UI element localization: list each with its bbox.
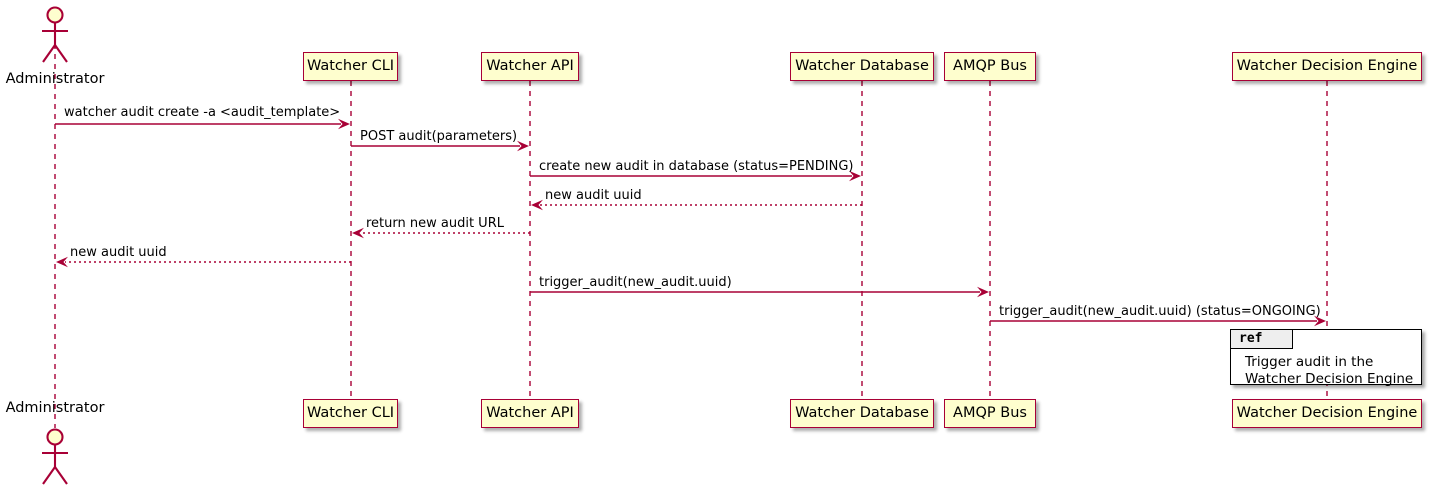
participant-box-amqp-bus-bottom[interactable]: AMQP Bus: [944, 399, 1036, 428]
participant-box-watcher-api-bottom[interactable]: Watcher API: [481, 399, 579, 428]
actor-head: [46, 6, 64, 24]
message-label: new audit uuid: [545, 188, 642, 203]
ref-fragment-body: Trigger audit in the Watcher Decision En…: [1245, 354, 1414, 388]
message-arrow: [530, 286, 989, 298]
participant-box-watcher-database-top[interactable]: Watcher Database: [790, 52, 934, 81]
actor-leg-right: [54, 44, 68, 63]
actor-label-top: Administrator: [5, 71, 105, 87]
participant-label: Watcher CLI: [306, 405, 395, 422]
participant-label: Watcher API: [486, 405, 574, 422]
message-label: return new audit URL: [366, 216, 504, 231]
participant-label: AMQP Bus: [953, 405, 1027, 422]
participant-box-watcher-database-bottom[interactable]: Watcher Database: [790, 399, 934, 428]
ref-fragment-tab: [1231, 330, 1293, 349]
message-arrowhead: [517, 140, 529, 152]
participant-label: Watcher API: [486, 58, 574, 75]
actor-figure-top: [42, 6, 68, 63]
participant-label: Watcher Database: [795, 58, 929, 75]
actor-figure-bottom: [42, 428, 68, 485]
actor-head: [46, 428, 64, 446]
message-arrow: [530, 170, 861, 182]
message-label: POST audit(parameters): [360, 129, 518, 144]
participant-label: Watcher Decision Engine: [1236, 58, 1418, 75]
message-arrowhead: [977, 286, 989, 298]
message-label: create new audit in database (status=PEN…: [539, 159, 854, 174]
message-arrowhead: [352, 227, 364, 239]
participant-box-watcher-cli-top[interactable]: Watcher CLI: [303, 52, 398, 81]
message-arrow: [55, 118, 350, 130]
ref-fragment-tab-label: ref: [1239, 331, 1263, 346]
actor-leg-right: [54, 466, 68, 485]
message-arrow: [56, 256, 351, 268]
participant-box-watcher-cli-bottom[interactable]: Watcher CLI: [303, 399, 398, 428]
participant-box-watcher-decision-engine-bottom[interactable]: Watcher Decision Engine: [1232, 399, 1422, 428]
message-arrow: [352, 227, 530, 239]
actor-label-bottom: Administrator: [5, 400, 105, 416]
participant-label: Watcher Database: [795, 405, 929, 422]
ref-fragment: ref Trigger audit in the Watcher Decisio…: [1230, 329, 1422, 387]
message-label: new audit uuid: [70, 245, 167, 260]
actor-leg-left: [42, 44, 56, 63]
message-arrow: [990, 315, 1326, 327]
message-arrow: [351, 140, 529, 152]
message-label: trigger_audit(new_audit.uuid) (status=ON…: [999, 304, 1321, 319]
participant-label: Watcher Decision Engine: [1236, 405, 1418, 422]
message-arrowhead: [849, 170, 861, 182]
message-label: trigger_audit(new_audit.uuid): [539, 275, 732, 290]
participant-box-amqp-bus-top[interactable]: AMQP Bus: [944, 52, 1036, 81]
participant-box-watcher-decision-engine-top[interactable]: Watcher Decision Engine: [1232, 52, 1422, 81]
actor-leg-left: [42, 466, 56, 485]
participant-label: AMQP Bus: [953, 58, 1027, 75]
message-arrowhead: [1314, 315, 1326, 327]
participant-box-watcher-api-top[interactable]: Watcher API: [481, 52, 579, 81]
message-arrowhead: [531, 199, 543, 211]
message-label: watcher audit create -a <audit_template>: [64, 105, 341, 120]
message-arrowhead: [338, 118, 350, 130]
participant-label: Watcher CLI: [306, 58, 395, 75]
message-arrowhead: [56, 256, 68, 268]
message-arrow: [531, 199, 862, 211]
